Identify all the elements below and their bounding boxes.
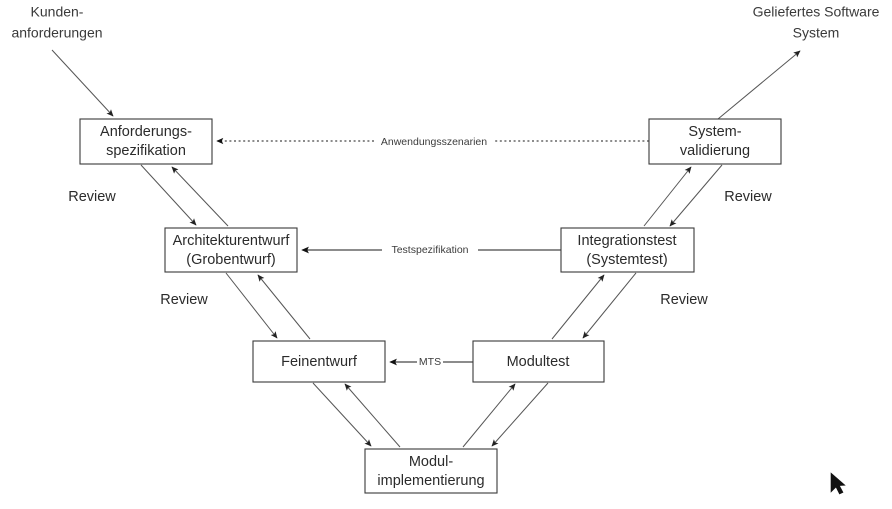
box-anforderungsspezifikation[interactable]: Anforderungs- spezifikation (79, 118, 213, 165)
arrow-integrationstest-to-modultest (582, 272, 637, 339)
review-label-right-bottom: Review (660, 292, 708, 308)
arrow-input-to-anforderungsspezifikation (51, 49, 114, 117)
box-feinentwurf-rect[interactable] (252, 340, 386, 383)
arrow-modultest-to-modulimpl (491, 382, 549, 447)
process-boxes: Anforderungs- spezifikation System- vali… (79, 118, 782, 494)
arrow-feinentwurf-to-modulimpl (312, 382, 372, 447)
io-labels: Kunden- anforderungen Geliefertes Softwa… (11, 4, 879, 41)
box-modulimplementierung[interactable]: Modul- implementierung (364, 448, 498, 494)
review-label-right-top: Review (724, 189, 772, 205)
right-ascending-arrows (462, 164, 723, 448)
box-systemvalidierung-line2: validierung (680, 143, 750, 159)
box-systemvalidierung-line1: System- (688, 124, 741, 140)
box-integrationstest-line1: Integrationstest (577, 233, 676, 249)
box-modulimplementierung-rect[interactable] (364, 448, 498, 494)
box-architekturentwurf[interactable]: Architekturentwurf (Grobentwurf) (164, 227, 298, 273)
box-architekturentwurf-line2: (Grobentwurf) (186, 252, 275, 268)
box-anforderungsspezifikation-rect[interactable] (79, 118, 213, 165)
box-modulimplementierung-line2: implementierung (377, 473, 484, 489)
box-feinentwurf[interactable]: Feinentwurf (252, 340, 386, 383)
arrow-modulimpl-to-feinentwurf (344, 383, 401, 448)
input-label-line2: anforderungen (11, 25, 102, 41)
io-arrows (51, 49, 801, 120)
box-systemvalidierung-rect[interactable] (648, 118, 782, 165)
input-label-line1: Kunden- (31, 4, 84, 20)
arrow-systemvalidierung-to-output (717, 50, 801, 120)
review-label-left-bottom: Review (160, 292, 208, 308)
box-modultest-line1: Modultest (507, 354, 570, 370)
box-integrationstest[interactable]: Integrationstest (Systemtest) (560, 227, 695, 273)
box-anforderungsspezifikation-line1: Anforderungs- (100, 124, 192, 140)
box-modultest[interactable]: Modultest (472, 340, 605, 383)
arrow-modultest-to-integrationstest (551, 274, 605, 340)
output-label-line2: System (793, 25, 840, 41)
arrow-systemvalidierung-to-integrationstest (669, 164, 723, 227)
edge-label-testspezifikation: Testspezifikation (391, 244, 468, 256)
left-descending-arrows (140, 164, 401, 448)
arrow-anforderung-to-architektur (140, 164, 197, 226)
box-integrationstest-line2: (Systemtest) (586, 252, 667, 268)
arrow-feinentwurf-to-architektur (257, 274, 311, 340)
edge-labels: Anwendungsszenarien Testspezifikation MT… (381, 136, 487, 368)
edge-label-mts: MTS (419, 356, 441, 368)
box-anforderungsspezifikation-line2: spezifikation (106, 143, 186, 159)
edge-label-anwendungsszenarien: Anwendungsszenarien (381, 136, 487, 148)
review-label-left-top: Review (68, 189, 116, 205)
arrow-modulimpl-to-modultest (462, 383, 516, 448)
arrow-integrationstest-to-systemvalidierung (643, 166, 692, 227)
output-label-line1: Geliefertes Software (753, 4, 880, 20)
arrow-architektur-to-anforderung (171, 166, 229, 227)
cross-links (216, 137, 649, 366)
box-modulimplementierung-line1: Modul- (409, 454, 453, 470)
box-architekturentwurf-line1: Architekturentwurf (173, 233, 291, 249)
box-modultest-rect[interactable] (472, 340, 605, 383)
review-labels: Review Review Review Review (68, 189, 772, 308)
box-feinentwurf-line1: Feinentwurf (281, 354, 358, 370)
box-systemvalidierung[interactable]: System- validierung (648, 118, 782, 165)
box-architekturentwurf-rect[interactable] (164, 227, 298, 273)
arrow-architektur-to-feinentwurf (225, 272, 278, 339)
mouse-pointer-icon (830, 472, 846, 495)
box-integrationstest-rect[interactable] (560, 227, 695, 273)
